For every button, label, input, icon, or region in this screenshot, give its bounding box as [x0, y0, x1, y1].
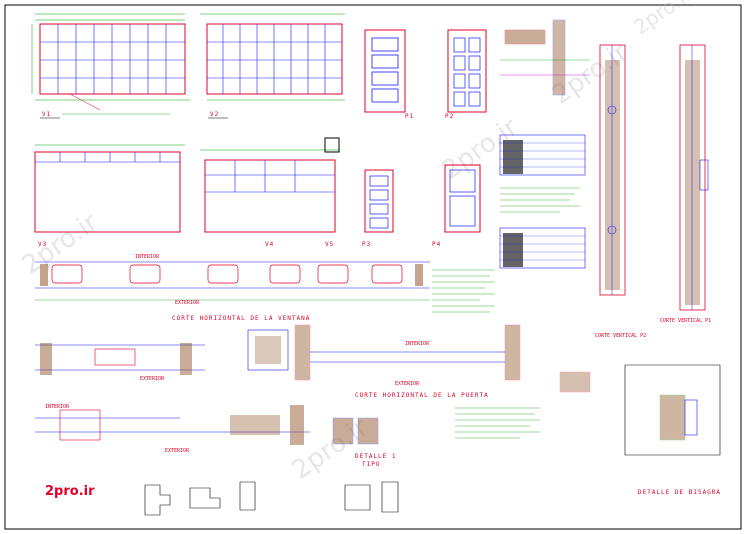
title-tipo: TIPO	[362, 461, 380, 468]
title-corte-vertical-p1: CORTE VERTICAL P1	[660, 318, 711, 324]
joinery-details	[144, 481, 399, 516]
vertical-section-p1: CORTE VERTICAL P1	[660, 44, 711, 324]
jamb-detail-top	[500, 19, 590, 96]
frame-section-bottom: INTERIOR EXTERIOR	[35, 404, 310, 454]
brand-logo-text: 2pro.ir	[45, 484, 95, 499]
title-detalle-1: DETALLE 1	[355, 453, 397, 460]
window-section-lower: EXTERIOR	[35, 343, 205, 382]
label-v5: V5	[325, 241, 334, 248]
notes-lower	[455, 407, 540, 439]
label-exterior: EXTERIOR	[395, 381, 420, 387]
label-v2: V2	[210, 111, 219, 118]
label-v4: V4	[265, 241, 274, 248]
detail-1: DETALLE 1 TIPO	[332, 417, 397, 468]
label-exterior: EXTERIOR	[140, 376, 165, 382]
door-elevation-p3: P3	[362, 169, 394, 248]
label-p3: P3	[362, 241, 371, 248]
door-elevation-p2: P2	[445, 29, 487, 120]
watermark-layer: 2pro.ir 2pro.ir 2pro.ir 2pro.ir 2pro.ir	[17, 0, 697, 486]
label-interior: INTERIOR	[45, 404, 70, 410]
hinge-detail: DETALLE DE BISAGRA	[559, 364, 721, 496]
watermark-text: 2pro.ir	[629, 0, 697, 39]
title-detalle-bisagra: DETALLE DE BISAGRA	[638, 489, 721, 496]
window-elevation-v3: V3	[34, 144, 185, 248]
schedule-table	[499, 134, 586, 269]
door-elevation-p4: P4	[432, 164, 481, 248]
label-interior: INTERIOR	[135, 254, 160, 260]
title-corte-puerta: CORTE HORIZONTAL DE LA PUERTA	[355, 392, 489, 399]
notes-middle	[432, 269, 495, 313]
watermark-text: 2pro.ir	[17, 207, 104, 280]
window-elevation-v5: V5	[324, 137, 340, 248]
window-elevation-v2: V2	[200, 13, 345, 119]
label-v3: V3	[38, 241, 47, 248]
label-p4: P4	[432, 241, 441, 248]
window-elevation-v4: V4	[200, 149, 340, 248]
sheet-border	[4, 4, 742, 530]
label-interior: INTERIOR	[405, 341, 430, 347]
title-corte-vertical-p2: CORTE VERTICAL P2	[595, 333, 646, 339]
label-p1: P1	[405, 113, 414, 120]
label-exterior: EXTERIOR	[165, 448, 190, 454]
door-horizontal-section: INTERIOR EXTERIOR CORTE HORIZONTAL DE LA…	[247, 324, 521, 399]
label-exterior: EXTERIOR	[175, 300, 200, 306]
vertical-section-p2: CORTE VERTICAL P2	[595, 44, 646, 339]
label-v1: V1	[42, 111, 51, 118]
brand-logo: 2pro.ir	[45, 484, 95, 499]
title-corte-ventana: CORTE HORIZONTAL DE LA VENTANA	[172, 315, 310, 322]
window-elevation-v1: V1	[31, 13, 190, 119]
window-horizontal-section: INTERIOR EXTERIOR CORTE HORIZONTAL DE LA…	[35, 254, 430, 322]
door-elevation-p1: P1	[364, 29, 414, 120]
label-p2: P2	[445, 113, 454, 120]
